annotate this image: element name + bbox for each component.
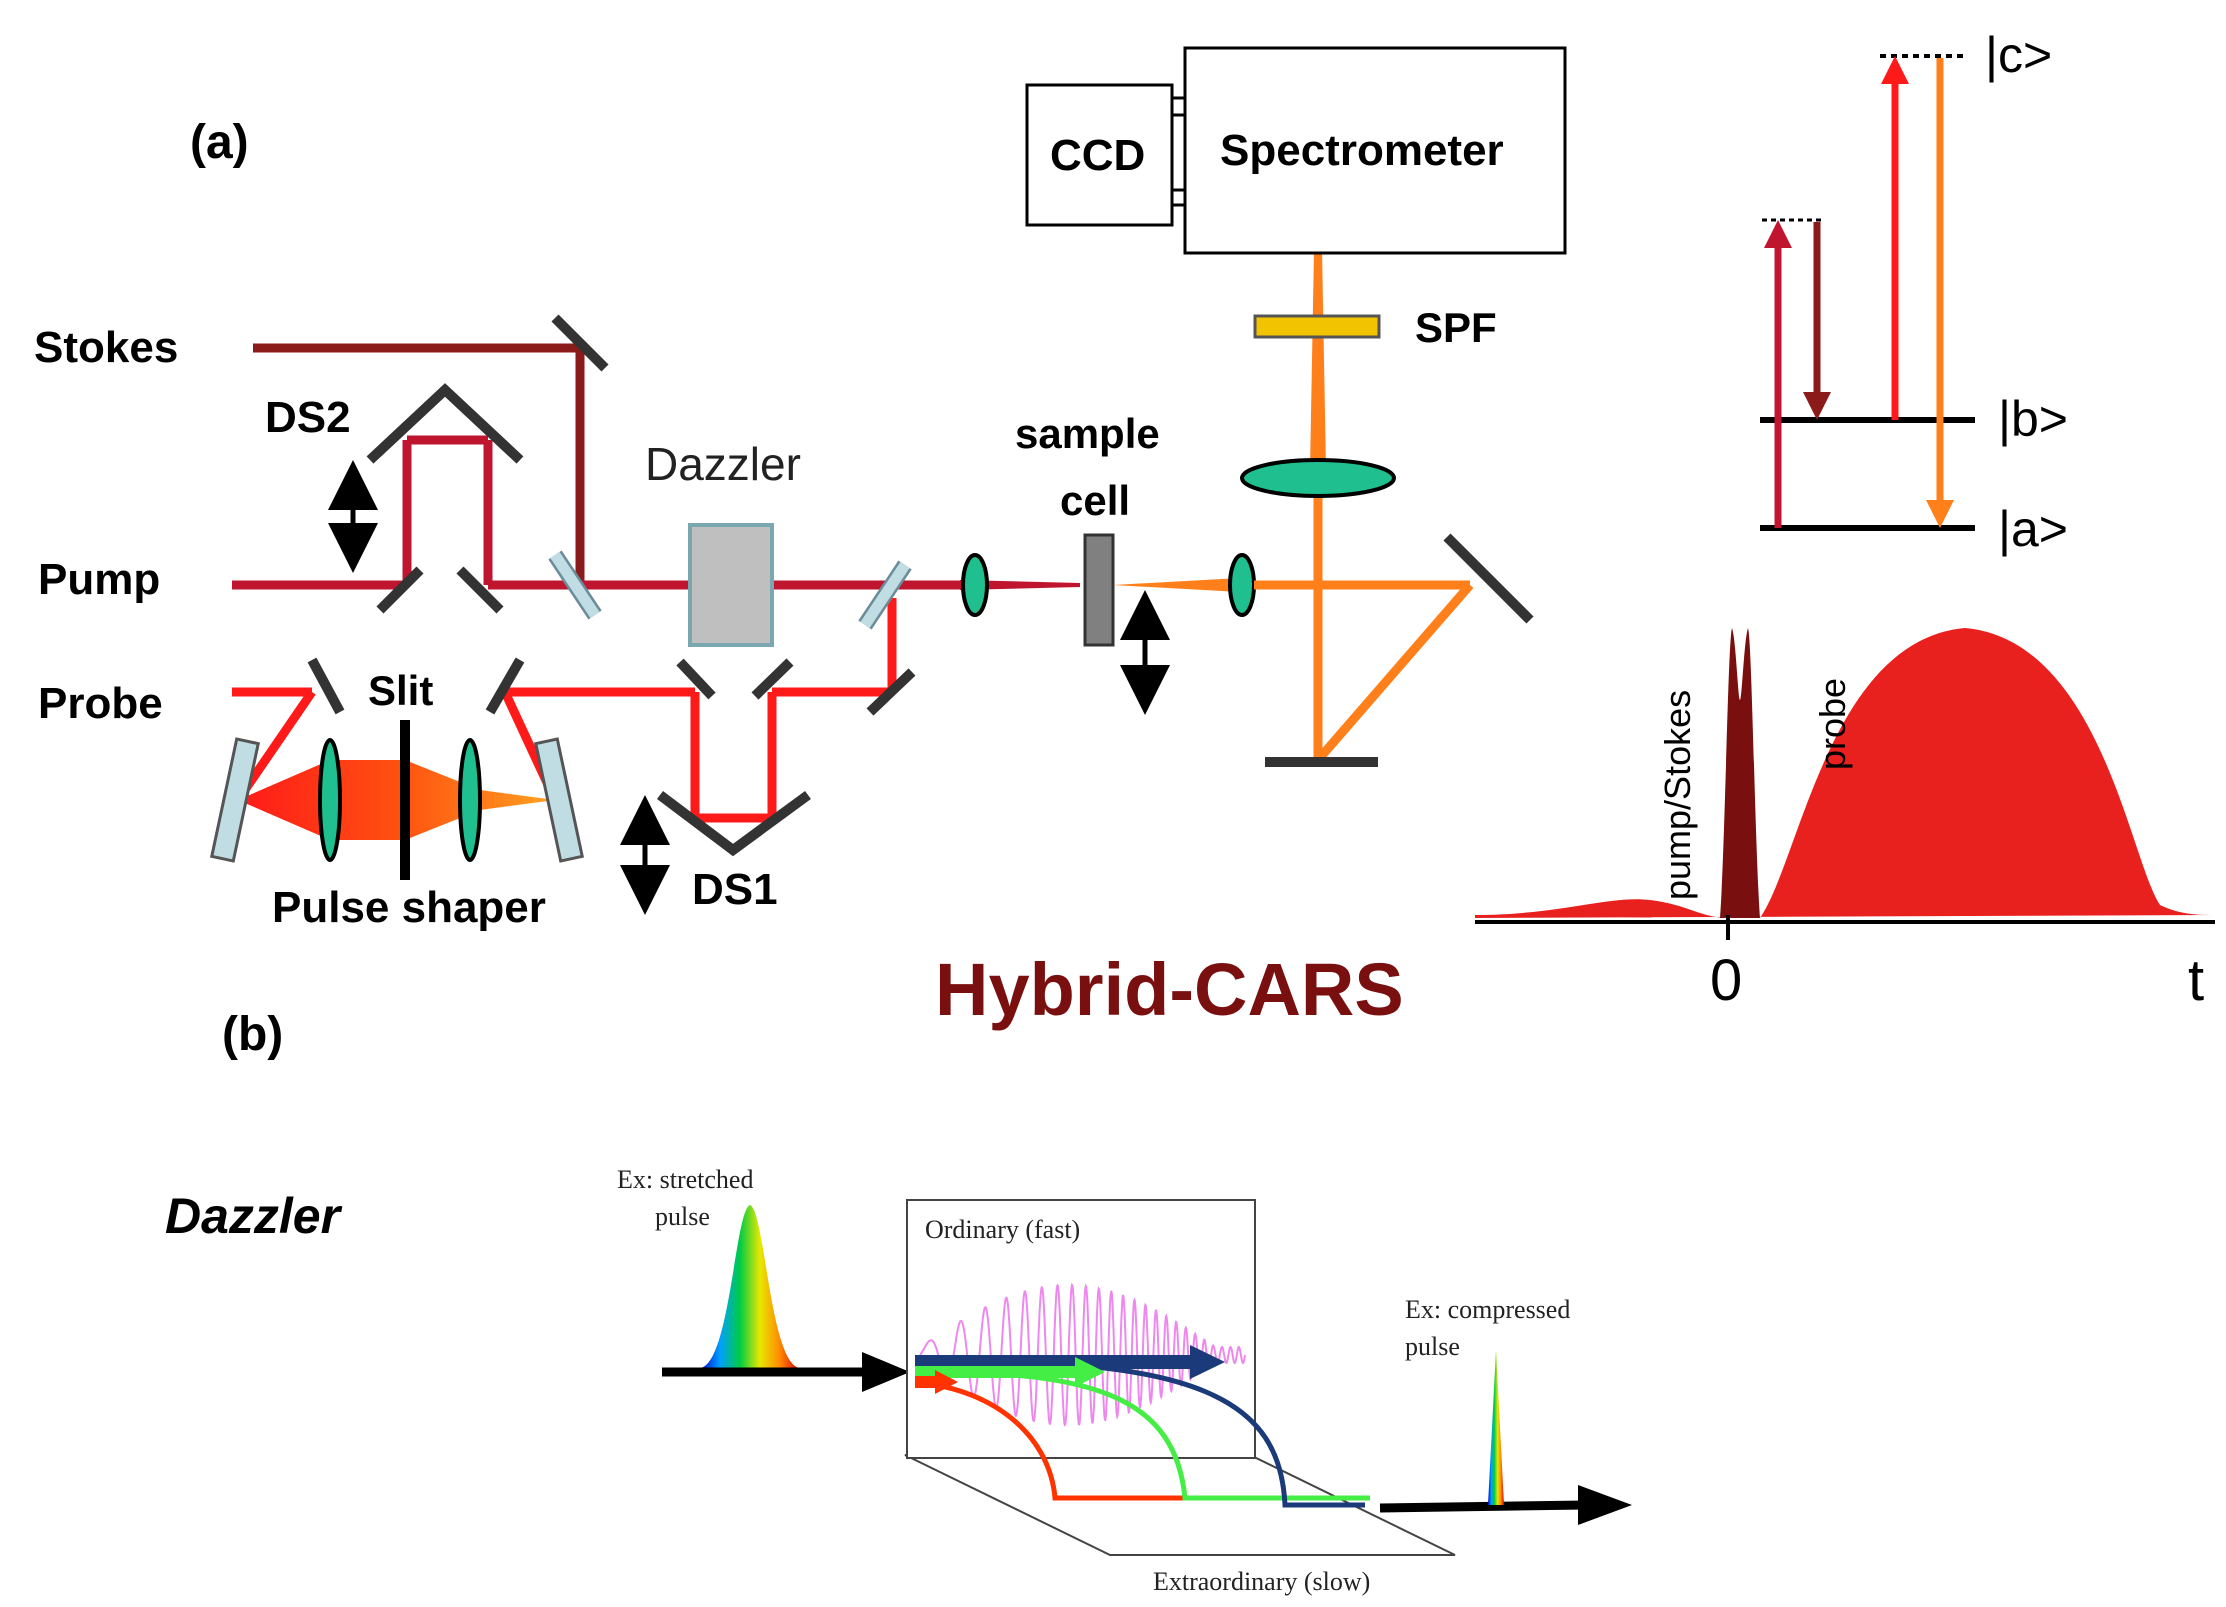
- probe-pulse: [1475, 628, 2215, 918]
- cell-label: cell: [1060, 477, 1130, 524]
- shaper-lens-1: [318, 738, 342, 862]
- stokes-label: Stokes: [34, 323, 178, 372]
- ds2-delay-stage: [366, 383, 524, 614]
- sample-cell: [1083, 533, 1115, 647]
- signal-mirror-right: [1443, 533, 1534, 624]
- signal-beam: [1254, 470, 1474, 763]
- signal-divergence: [1113, 578, 1240, 592]
- pulse-shaper-beam: [238, 760, 555, 840]
- panel-label-b: (b): [222, 1008, 283, 1061]
- pump-stokes-label: pump/Stokes: [1657, 690, 1698, 900]
- pump-beam: [232, 435, 960, 590]
- time-zero-label: 0: [1710, 948, 1742, 1013]
- pump-label: Pump: [38, 555, 160, 604]
- pulse-shaper-label: Pulse shaper: [272, 883, 546, 932]
- pump-stokes-pulse: [1720, 628, 1760, 918]
- stretched-text-1: Ex: stretched: [617, 1165, 753, 1194]
- compressed-text-1: Ex: compressed: [1405, 1295, 1570, 1324]
- spectrometer-label: Spectrometer: [1220, 126, 1504, 175]
- output-arrow: [1379, 1500, 1586, 1513]
- focus-lens: [961, 553, 989, 617]
- timing-diagram: [1475, 628, 2215, 940]
- extraordinary-label: Extraordinary (slow): [1153, 1567, 1370, 1596]
- probe-label: Probe: [38, 679, 163, 728]
- level-c-label: |c>: [1985, 27, 2052, 83]
- panel-label-a: (a): [190, 116, 249, 169]
- probe-timing-label: probe: [1812, 678, 1853, 770]
- dazzler-label: Dazzler: [645, 438, 801, 490]
- spf-filter: [1253, 314, 1381, 339]
- stokes-mirror: [551, 314, 609, 372]
- ordinary-label: Ordinary (fast): [925, 1215, 1080, 1244]
- time-t-label: t: [2188, 948, 2204, 1013]
- stokes-beam: [253, 343, 585, 585]
- level-a-label: |a>: [1998, 501, 2068, 557]
- shaper-lens-2: [458, 738, 482, 862]
- probe-mirrors: [307, 657, 916, 857]
- sample-label: sample: [1015, 410, 1160, 457]
- dazzler-panel-label: Dazzler: [165, 1188, 343, 1244]
- ds1-label: DS1: [692, 865, 778, 914]
- spf-label: SPF: [1415, 304, 1497, 351]
- signal-to-spectrometer: [1310, 250, 1326, 470]
- hybrid-cars-title: Hybrid-CARS: [935, 948, 1404, 1031]
- ccd-box: [1025, 83, 1174, 227]
- compressed-text-2: pulse: [1405, 1332, 1460, 1361]
- level-b-label: |b>: [1998, 391, 2068, 447]
- pump-to-sample-beam: [960, 580, 1080, 590]
- ccd-label: CCD: [1050, 131, 1145, 180]
- compressed-pulse: [1488, 1350, 1504, 1505]
- energy-level-diagram: [1760, 54, 1975, 531]
- dazzler-box: [688, 523, 774, 647]
- stretched-text-2: pulse: [655, 1202, 710, 1231]
- spectrometer-lens: [1240, 458, 1396, 498]
- pulse-shaper-gratings: [209, 737, 585, 863]
- spectrometer-box: [1183, 46, 1567, 255]
- ds2-label: DS2: [265, 393, 351, 442]
- slit-label: Slit: [368, 667, 433, 714]
- stretched-pulse: [700, 1205, 800, 1368]
- collimating-lens: [1228, 553, 1256, 617]
